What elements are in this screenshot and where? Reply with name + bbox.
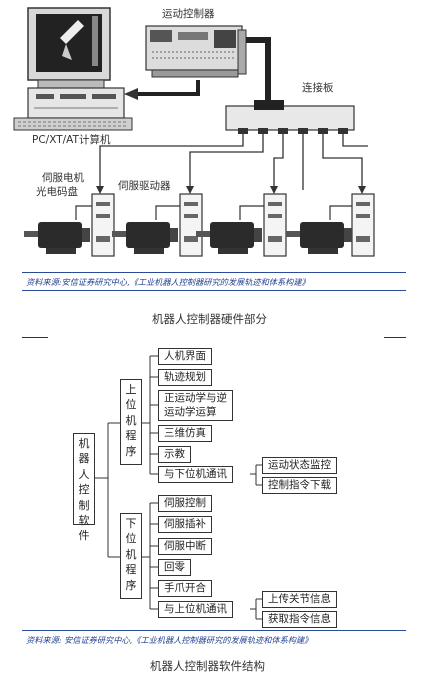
lower-item-servo-interrupt: 伺服中断 (158, 538, 212, 556)
hardware-illustration (13, 7, 375, 257)
connector-board-label: 连接板 (302, 82, 334, 94)
upper-comm-download: 控制指令下载 (262, 477, 337, 495)
upper-item-hmi: 人机界面 (158, 348, 212, 366)
upper-item-trajectory: 轨迹规划 (158, 369, 212, 387)
lower-comm-fetch: 获取指令信息 (262, 611, 337, 629)
servo-driver-label: 伺服驱动器 (118, 180, 171, 192)
upper-item-kinematics: 正运动学与逆 运动学运算 (158, 390, 233, 422)
root-node: 机器人控制软件 (73, 433, 95, 542)
lower-item-servo-control: 伺服控制 (158, 495, 212, 513)
hardware-source-rule (22, 272, 406, 273)
software-top-rule-left (22, 337, 48, 338)
lower-program-node: 下位机程序 (120, 513, 142, 599)
lower-item-gripper: 手爪开合 (158, 580, 212, 598)
lower-item-homing: 回零 (158, 559, 191, 577)
motion-controller-card-icon (145, 25, 247, 78)
connector-board-icon (225, 100, 355, 134)
lower-comm-upload: 上传关节信息 (262, 591, 337, 609)
pc-label: PC/XT/AT计算机 (32, 134, 111, 146)
software-top-rule-right (384, 337, 406, 338)
upper-program-node: 上位机程序 (120, 379, 142, 465)
servo-motor-icons (24, 222, 352, 254)
lower-item-comm: 与上位机通讯 (158, 601, 233, 619)
hardware-source-text: 资料来源:安信证券研究中心,《工业机器人控制器研究的发展轨迹和体系构建》 (26, 277, 310, 287)
lower-item-servo-interp: 伺服插补 (158, 516, 212, 534)
upper-item-teach: 示教 (158, 446, 191, 464)
upper-item-3d-sim: 三维仿真 (158, 425, 212, 443)
software-caption: 机器人控制器软件结构 (150, 659, 265, 673)
encoder-label: 光电码盘 (36, 186, 78, 198)
hardware-source-rule-bottom (22, 290, 406, 291)
hardware-caption: 机器人控制器硬件部分 (152, 312, 267, 326)
software-source-rule (22, 630, 406, 631)
pc-computer-icon (13, 7, 138, 131)
upper-item-comm: 与下位机通讯 (158, 466, 233, 484)
upper-comm-monitor: 运动状态监控 (262, 457, 337, 475)
motion-controller-label: 运动控制器 (162, 8, 215, 20)
software-source-text: 资料来源: 安信证券研究中心,《工业机器人控制器研究的发展轨迹和体系构建》 (26, 635, 313, 645)
servo-motor-label: 伺服电机 (42, 172, 84, 184)
